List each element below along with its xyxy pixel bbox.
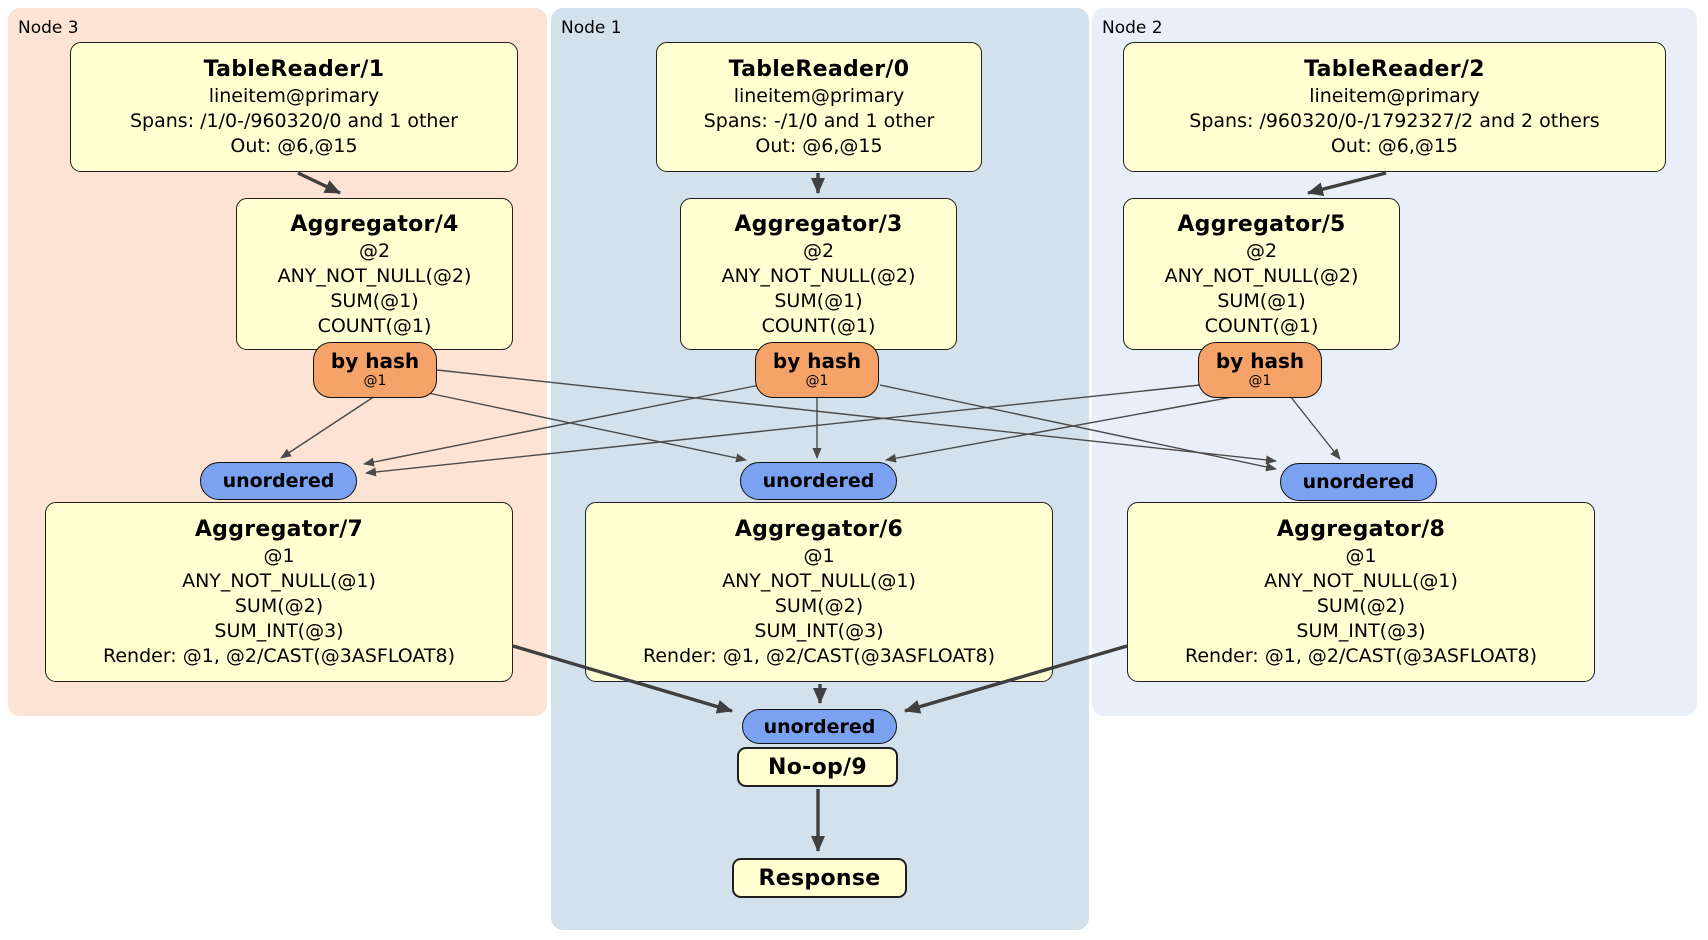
processor-title: TableReader/2 bbox=[1304, 57, 1485, 82]
hash-router-edges bbox=[280, 369, 1341, 477]
processor-line: ANY_NOT_NULL(@1) bbox=[722, 570, 916, 592]
processor-line: Render: @1, @2/CAST(@3ASFLOAT8) bbox=[643, 645, 995, 667]
processor-title: TableReader/1 bbox=[203, 57, 385, 82]
router-key: @1 bbox=[805, 373, 829, 390]
processor-line: Out: @6,@15 bbox=[755, 135, 883, 157]
sync-label: unordered bbox=[762, 470, 875, 492]
router-by-hash-node2: by hash @1 bbox=[1198, 342, 1322, 398]
processor-response: Response bbox=[732, 858, 907, 898]
processor-line: Render: @1, @2/CAST(@3ASFLOAT8) bbox=[1185, 645, 1537, 667]
processor-line: SUM(@2) bbox=[234, 595, 324, 617]
region-node-1-label: Node 1 bbox=[561, 18, 622, 38]
processor-title: Aggregator/3 bbox=[734, 211, 903, 237]
processor-line: SUM(@2) bbox=[774, 595, 864, 617]
processor-line: SUM(@1) bbox=[330, 289, 419, 312]
processor-line: ANY_NOT_NULL(@1) bbox=[1264, 570, 1458, 592]
processor-aggregator-3: Aggregator/3 @2 ANY_NOT_NULL(@2) SUM(@1)… bbox=[680, 198, 957, 350]
processor-aggregator-4: Aggregator/4 @2 ANY_NOT_NULL(@2) SUM(@1)… bbox=[236, 198, 513, 350]
processor-line: @1 bbox=[1345, 545, 1377, 567]
processor-line: @2 bbox=[358, 239, 391, 262]
processor-line: SUM_INT(@3) bbox=[214, 620, 344, 642]
flow-edges bbox=[297, 171, 1387, 852]
processor-tablereader-1: TableReader/1 lineitem@primary Spans: /1… bbox=[70, 42, 518, 172]
processor-line: SUM_INT(@3) bbox=[1296, 620, 1426, 642]
processor-title: Response bbox=[758, 865, 881, 891]
processor-line: Render: @1, @2/CAST(@3ASFLOAT8) bbox=[103, 645, 455, 667]
sync-unordered-node3: unordered bbox=[200, 462, 357, 500]
processor-tablereader-0: TableReader/0 lineitem@primary Spans: -/… bbox=[656, 42, 982, 172]
processor-line: lineitem@primary bbox=[1309, 85, 1480, 107]
processor-line: COUNT(@1) bbox=[1204, 314, 1319, 337]
processor-title: Aggregator/7 bbox=[194, 517, 364, 542]
processor-line: COUNT(@1) bbox=[761, 314, 876, 337]
processor-aggregator-7: Aggregator/7 @1 ANY_NOT_NULL(@1) SUM(@2)… bbox=[45, 502, 513, 682]
sync-unordered-final: unordered bbox=[742, 709, 897, 744]
processor-title: No-op/9 bbox=[768, 754, 867, 780]
processor-line: Out: @6,@15 bbox=[1330, 135, 1459, 157]
processor-title: Aggregator/4 bbox=[290, 211, 459, 237]
processor-line: SUM(@1) bbox=[1217, 289, 1306, 312]
processor-title: Aggregator/5 bbox=[1177, 211, 1346, 237]
processor-line: lineitem@primary bbox=[208, 85, 380, 107]
sync-label: unordered bbox=[222, 470, 335, 492]
sync-label: unordered bbox=[1302, 471, 1415, 493]
processor-title: TableReader/0 bbox=[728, 57, 910, 82]
processor-line: Spans: -/1/0 and 1 other bbox=[703, 110, 935, 132]
processor-line: lineitem@primary bbox=[733, 85, 905, 107]
processor-line: Spans: /1/0-/960320/0 and 1 other bbox=[130, 110, 458, 132]
processor-line: SUM(@1) bbox=[774, 289, 863, 312]
processor-line: SUM_INT(@3) bbox=[754, 620, 884, 642]
processor-line: @1 bbox=[263, 545, 295, 567]
processor-tablereader-2: TableReader/2 lineitem@primary Spans: /9… bbox=[1123, 42, 1666, 172]
processor-aggregator-8: Aggregator/8 @1 ANY_NOT_NULL(@1) SUM(@2)… bbox=[1127, 502, 1595, 682]
router-key: @1 bbox=[1248, 373, 1272, 390]
router-by-hash-node1: by hash @1 bbox=[755, 342, 879, 398]
region-node-3-label: Node 3 bbox=[18, 18, 79, 38]
processor-line: SUM(@2) bbox=[1316, 595, 1406, 617]
processor-aggregator-6: Aggregator/6 @1 ANY_NOT_NULL(@1) SUM(@2)… bbox=[585, 502, 1053, 682]
sync-unordered-node2: unordered bbox=[1280, 463, 1437, 501]
processor-line: ANY_NOT_NULL(@2) bbox=[277, 264, 472, 287]
processor-line: ANY_NOT_NULL(@2) bbox=[721, 264, 916, 287]
processor-line: ANY_NOT_NULL(@2) bbox=[1164, 264, 1359, 287]
processor-line: Spans: /960320/0-/1792327/2 and 2 others bbox=[1189, 110, 1600, 132]
region-node-2-label: Node 2 bbox=[1102, 18, 1163, 38]
processor-line: @2 bbox=[802, 239, 835, 262]
router-label: by hash bbox=[1215, 349, 1305, 374]
processor-line: COUNT(@1) bbox=[317, 314, 432, 337]
sync-label: unordered bbox=[763, 715, 876, 738]
processor-noop-9: No-op/9 bbox=[737, 747, 898, 787]
router-by-hash-node3: by hash @1 bbox=[313, 342, 437, 398]
sync-unordered-node1: unordered bbox=[740, 462, 897, 500]
router-label: by hash bbox=[772, 349, 862, 374]
processor-title: Aggregator/8 bbox=[1276, 517, 1446, 542]
router-key: @1 bbox=[363, 373, 387, 390]
router-label: by hash bbox=[330, 349, 420, 374]
processor-line: @2 bbox=[1245, 239, 1278, 262]
processor-line: @1 bbox=[803, 545, 835, 567]
processor-line: ANY_NOT_NULL(@1) bbox=[182, 570, 376, 592]
processor-title: Aggregator/6 bbox=[734, 517, 904, 542]
processor-line: Out: @6,@15 bbox=[230, 135, 358, 157]
processor-aggregator-5: Aggregator/5 @2 ANY_NOT_NULL(@2) SUM(@1)… bbox=[1123, 198, 1400, 350]
